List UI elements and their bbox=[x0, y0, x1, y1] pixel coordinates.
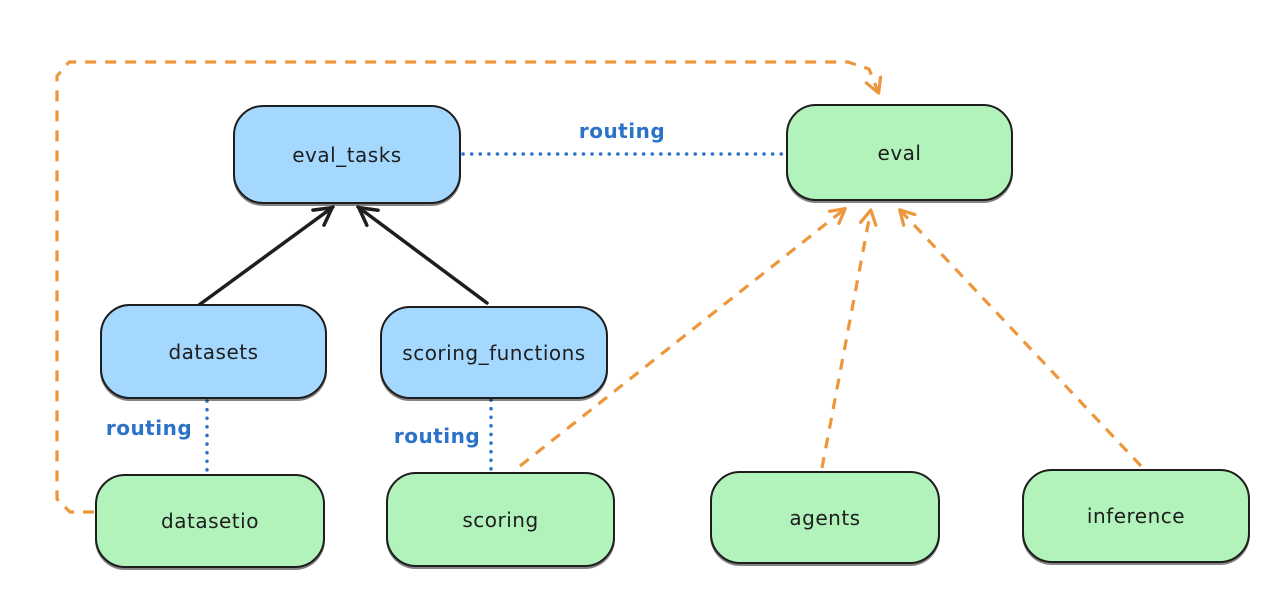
edge-scoring-to-eval bbox=[519, 206, 847, 468]
node-label-inference: inference bbox=[1086, 504, 1186, 528]
node-label-eval: eval bbox=[877, 140, 922, 165]
node-inference: inference bbox=[1022, 465, 1250, 563]
edge-inference-to-eval bbox=[897, 207, 1143, 468]
edge-agents-to-eval bbox=[820, 208, 878, 469]
node-scoring: scoring bbox=[386, 468, 615, 567]
node-scoring_functions: scoring_functions bbox=[380, 302, 608, 399]
edge-datasets-to-eval_tasks bbox=[197, 205, 335, 307]
edge-scoring_functions-to-eval_tasks bbox=[356, 205, 489, 305]
node-label-datasets: datasets bbox=[168, 339, 259, 364]
edge-datasetio-to-eval bbox=[55, 60, 883, 514]
node-datasets: datasets bbox=[100, 300, 327, 399]
node-label-datasetio: datasetio bbox=[161, 509, 259, 533]
node-label-eval_tasks: eval_tasks bbox=[292, 142, 402, 167]
edge-label-routing-0: routing bbox=[578, 119, 666, 143]
node-datasetio: datasetio bbox=[95, 470, 325, 568]
edge-label-routing-1: routing bbox=[105, 416, 193, 440]
node-label-scoring: scoring bbox=[462, 507, 539, 532]
edge-label-routing-2: routing bbox=[393, 424, 481, 448]
node-agents: agents bbox=[710, 467, 940, 564]
node-eval_tasks: eval_tasks bbox=[233, 101, 461, 204]
node-label-agents: agents bbox=[789, 505, 861, 530]
node-eval: eval bbox=[786, 100, 1013, 201]
node-label-scoring_functions: scoring_functions bbox=[402, 340, 586, 365]
